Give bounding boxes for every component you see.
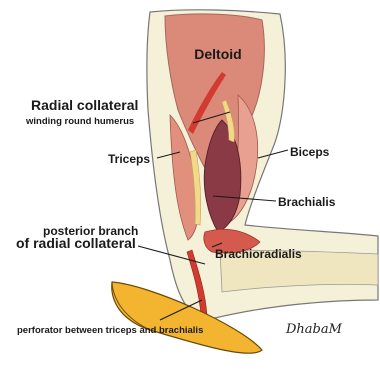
label-triceps: Triceps [108,152,150,166]
label-posterior-branch-line2: of radial collateral [16,235,136,251]
label-radial-collateral: Radial collateral [31,97,138,113]
label-perforator: perforator between triceps and brachiali… [17,325,203,336]
signature: DhabaM [285,322,343,337]
label-biceps: Biceps [290,145,330,159]
label-brachialis: Brachialis [278,195,336,209]
label-deltoid: Deltoid [194,46,241,62]
label-winding: winding round humerus [25,116,134,127]
label-brachioradialis: Brachioradialis [215,247,302,261]
